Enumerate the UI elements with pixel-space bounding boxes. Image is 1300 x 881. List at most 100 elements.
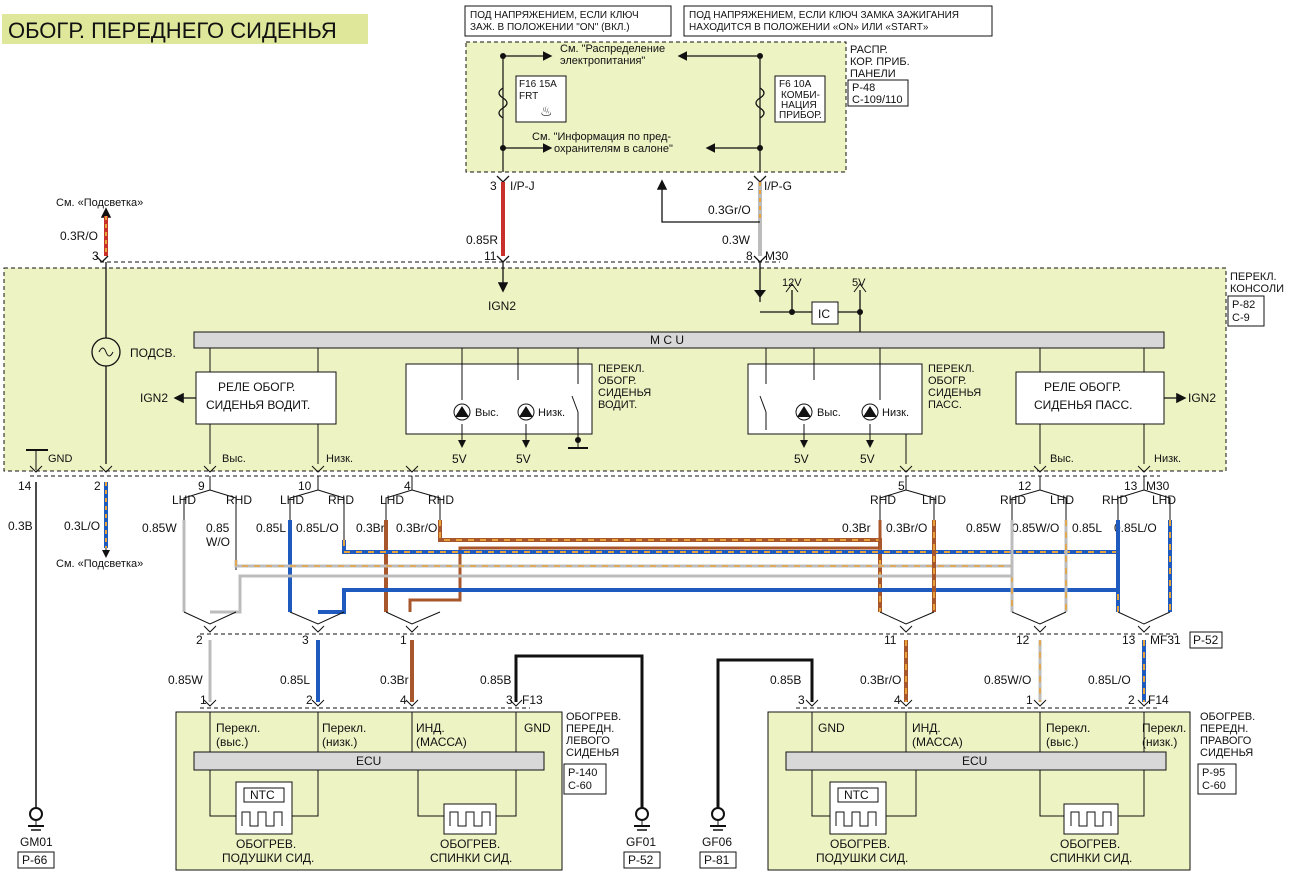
- ground-gm01: GM01 P-66: [17, 807, 55, 869]
- ground-gf01: GF01 P-52: [623, 807, 661, 869]
- pin-2-ipg: 2: [747, 179, 754, 193]
- note-right-line1: ПОД НАПРЯЖЕНИЕМ, ЕСЛИ КЛЮЧ ЗАМКА ЗАЖИГАН…: [689, 10, 959, 21]
- fuse-f6-label: F6 10A: [779, 79, 812, 90]
- relay-pass-1: РЕЛЕ ОБОГР.: [1044, 380, 1121, 394]
- wire-085w-a: 0.85W: [142, 521, 177, 535]
- mf31-pins: [203, 625, 1151, 633]
- pin-4-bot: 4: [404, 479, 411, 493]
- wire-03bro-a: 0.3Br/O: [396, 521, 437, 535]
- wire-085lo-b: 0.85L/O: [1114, 521, 1157, 535]
- seat-right-cushion-2: ПОДУШКИ СИД.: [816, 851, 908, 865]
- v5-label-top: 5V: [852, 277, 866, 289]
- left-in-3a: ИНД.: [416, 721, 445, 735]
- pass-5v-2: 5V: [860, 452, 875, 466]
- seat-left-back-heater: [443, 803, 497, 835]
- svg-text:P-66: P-66: [22, 853, 48, 867]
- ign2-right: IGN2: [1188, 391, 1216, 405]
- seat-left-back-1: ОБОГРЕВ.: [440, 837, 500, 851]
- svg-text:GF06: GF06: [702, 835, 732, 849]
- wire-gro-branch: [656, 179, 760, 223]
- relay-passenger: [1015, 371, 1165, 425]
- pass-hi-label: Выс.: [817, 407, 841, 419]
- seat-right-name-4: СИДЕНЬЯ: [1200, 747, 1253, 759]
- relay-pas-hi: Выс.: [1050, 453, 1074, 465]
- seat-right-pin-4: 4: [894, 693, 901, 707]
- panel-ref-box: [847, 79, 909, 107]
- wire-gro-label: 0.3Gr/O: [708, 203, 751, 217]
- note-right-line2: НАХОДИТСЯ В ПОЛОЖЕНИИ «ON» ИЛИ «START»: [689, 22, 929, 33]
- pin-2-bot: 2: [94, 479, 101, 493]
- v12-label: 12V: [782, 277, 802, 289]
- pin-13-bot: 13: [1124, 479, 1138, 493]
- seat-left-back-coil-icon: [449, 811, 491, 827]
- seat-left-ecu-label: ECU: [356, 754, 381, 768]
- seat-heater-icon: ♨: [540, 103, 553, 119]
- wire-085-a: 0.85: [206, 521, 230, 535]
- seat-left-cushion-1: ОБОГРЕВ.: [236, 837, 296, 851]
- relay-drv-hi: Выс.: [222, 453, 246, 465]
- pin-10: 10: [298, 479, 312, 493]
- svg-text:LHD: LHD: [280, 493, 304, 507]
- wire-03w-label: 0.3W: [722, 233, 751, 247]
- svg-text:P-81: P-81: [704, 853, 730, 867]
- wire-03ro-label: 0.3R/O: [60, 229, 98, 243]
- pin-3-ipj: 3: [490, 179, 497, 193]
- ground-gm01-icon: [29, 807, 43, 821]
- page-title: ОБОГР. ПЕРЕДНЕГО СИДЕНЬЯ: [8, 18, 337, 43]
- conn-m30-top: M30: [765, 249, 789, 263]
- pin-11-console: 11: [484, 249, 497, 263]
- relay-pas-lo: Низк.: [1154, 453, 1181, 465]
- mf-pin-1: 1: [400, 633, 407, 647]
- seat-left-wire-2: 0.85L: [280, 673, 310, 687]
- svg-text:P-52: P-52: [628, 853, 654, 867]
- ground-gf01-icon: [635, 807, 649, 821]
- seat-left-name-3: ЛЕВОГО: [566, 735, 610, 747]
- svg-text:RHD: RHD: [1000, 493, 1026, 507]
- ic-block: [811, 301, 839, 325]
- wire-left-085b: [514, 654, 644, 808]
- seat-left-ref-box: [563, 763, 607, 795]
- ign2-left: IGN2: [140, 391, 168, 405]
- svg-text:RHD: RHD: [1102, 493, 1128, 507]
- seat-right-ntc-label: NTC: [844, 788, 869, 802]
- mf31-ref: P-52: [1193, 633, 1219, 647]
- left-in-1b: (выс.): [216, 735, 248, 749]
- left-in-3b: (МАССА): [416, 735, 467, 749]
- conn-ipg: I/P-G: [764, 179, 792, 193]
- seat-right-cushion-1: ОБОГРЕВ.: [830, 837, 890, 851]
- seat-left-cushion-2: ПОДУШКИ СИД.: [222, 851, 314, 865]
- seat-left-ref-2: C-60: [568, 780, 592, 792]
- mf-pin-13: 13: [1122, 633, 1136, 647]
- relay-driver-2: СИДЕНЬЯ ВОДИТ.: [206, 398, 310, 412]
- seat-right-ecu: [785, 751, 1167, 771]
- wire-085r-label: 0.85R: [466, 233, 498, 247]
- seat-left-pin-3: 3: [506, 693, 513, 707]
- sw-drv-1: ПЕРЕКЛ.: [598, 363, 645, 375]
- seat-right-name-1: ОБОГРЕВ.: [1200, 711, 1255, 723]
- sw-drv-4: ВОДИТ.: [598, 399, 637, 411]
- seat-right-cushion-coil-icon: [835, 811, 877, 827]
- mf31-ref-box: [1189, 631, 1223, 649]
- left-in-2b: (низк.): [322, 735, 357, 749]
- seat-right-wire-1: 0.85B: [770, 673, 801, 687]
- right-in-2a: ИНД.: [912, 721, 941, 735]
- sw-pas-3: СИДЕНЬЯ: [928, 387, 981, 399]
- pin-9: 9: [198, 479, 205, 493]
- seat-left-pin-1: 1: [200, 693, 207, 707]
- seat-right-wire-2: 0.3Br/O: [860, 673, 901, 687]
- see-power-2: электропитания": [560, 55, 645, 67]
- seat-left-back-2: СПИНКИ СИД.: [430, 851, 512, 865]
- switch-ref-1: P-82: [1232, 299, 1255, 311]
- conn-ipj: I/P-J: [510, 179, 535, 193]
- seat-right-back-coil-icon: [1070, 811, 1112, 827]
- switch-ref-2: C-9: [1232, 312, 1250, 324]
- see-fuse-2: охранителям в салоне": [554, 143, 673, 155]
- wire-03lo-label: 0.3L/O: [64, 519, 100, 533]
- fuse-f16-sub: FRT: [519, 91, 538, 102]
- seat-right-ref-box: [1197, 763, 1237, 795]
- svg-text:LHD: LHD: [380, 493, 404, 507]
- conn-m30-bot: M30: [1146, 479, 1170, 493]
- fuse-f6-sub3: ПРИБОР.: [779, 110, 822, 121]
- wire-right-085b: [716, 658, 814, 808]
- sw-drv-3: СИДЕНЬЯ: [598, 387, 651, 399]
